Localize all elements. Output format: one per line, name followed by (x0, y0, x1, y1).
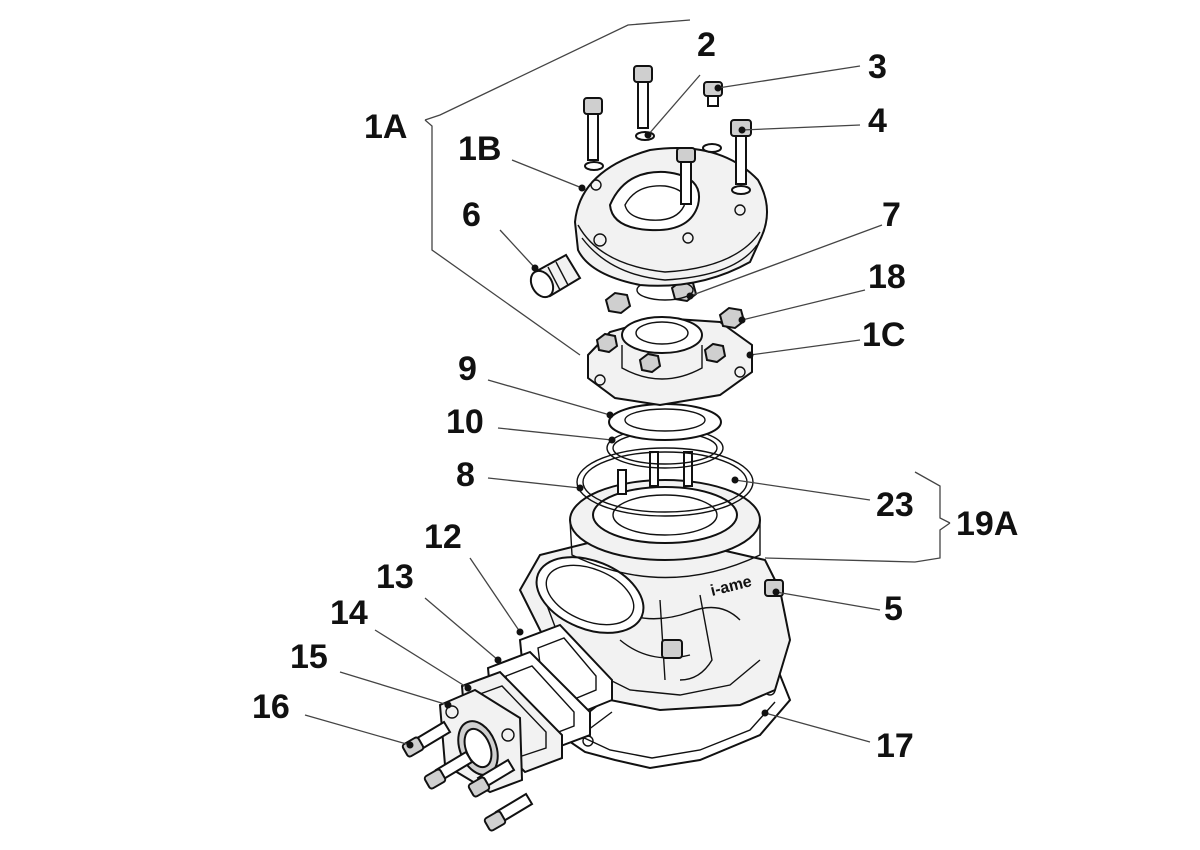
cylinder-head-insert (587, 316, 753, 407)
label-16: 16 (252, 688, 290, 726)
cylinder-top (569, 451, 761, 579)
label-9: 9 (458, 350, 477, 388)
label-19A: 19A (956, 505, 1018, 543)
label-18: 18 (868, 258, 906, 296)
label-15: 15 (290, 638, 328, 676)
leader-lines (304, 19, 951, 746)
label-2: 2 (697, 26, 716, 64)
head-bolts (583, 65, 752, 205)
label-14: 14 (330, 594, 368, 632)
head-gasket-9 (608, 403, 722, 441)
intake-bolts (401, 720, 534, 832)
label-1C: 1C (862, 316, 905, 354)
label-17: 17 (876, 727, 914, 765)
label-5: 5 (884, 590, 903, 628)
temperature-plug (529, 253, 582, 299)
label-12: 12 (424, 518, 462, 556)
label-23: 23 (876, 486, 914, 524)
label-1A: 1A (364, 108, 407, 146)
label-6: 6 (462, 196, 481, 234)
part-labels: 1A 1B 2 3 4 6 7 18 1C 9 10 8 23 19A 12 1… (252, 26, 1018, 765)
label-4: 4 (868, 102, 887, 140)
label-8: 8 (456, 456, 475, 494)
leader-dots (406, 84, 780, 749)
label-7: 7 (882, 196, 901, 234)
label-10: 10 (446, 403, 484, 441)
label-1B: 1B (458, 130, 501, 168)
cylinder-head-cover (573, 147, 769, 287)
label-13: 13 (376, 558, 414, 596)
label-3: 3 (868, 48, 887, 86)
